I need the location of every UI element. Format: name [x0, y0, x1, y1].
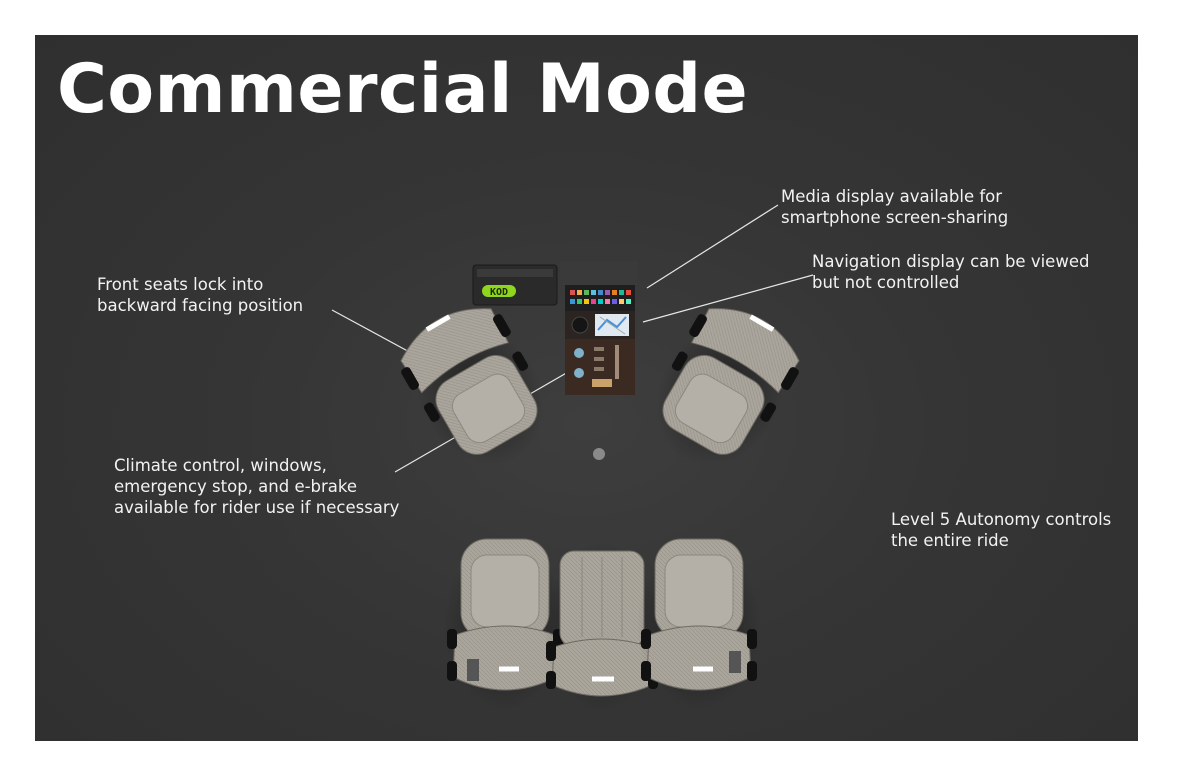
- callout-line: Front seats lock into: [97, 275, 264, 294]
- status-display: [482, 285, 516, 297]
- callout-line: available for rider use if necessary: [114, 498, 400, 517]
- cabin-illustration: KOD: [331, 204, 814, 712]
- front-left-seat: [400, 308, 545, 466]
- callout-line: but not controlled: [812, 273, 960, 292]
- console-top: [560, 261, 638, 285]
- autonomy-callout: Level 5 Autonomy controls the entire rid…: [891, 509, 1111, 551]
- media-display: [565, 285, 635, 311]
- rear-left-seat: [443, 538, 567, 710]
- rear-middle-seat: [544, 542, 660, 712]
- callout-line: Level 5 Autonomy controls: [891, 510, 1112, 529]
- callout-line: the entire ride: [891, 531, 1009, 550]
- navigation-display-callout: Navigation display can be viewed but not…: [812, 251, 1089, 293]
- center-console: KOD: [472, 261, 638, 395]
- center-marker: [593, 448, 605, 460]
- callout-line: backward facing position: [97, 296, 304, 315]
- climate-control-callout: Climate control, windows, emergency stop…: [114, 455, 399, 518]
- callout-line: emergency stop, and e-brake: [114, 477, 358, 496]
- media-display-app-icons: [570, 290, 631, 304]
- media-leader-line: [646, 204, 779, 289]
- slide-title: Commercial Mode: [57, 50, 749, 129]
- front-seats-callout: Front seats lock into backward facing po…: [97, 274, 303, 316]
- media-display-callout: Media display available for smartphone s…: [781, 186, 1008, 228]
- callout-line: Navigation display can be viewed: [812, 252, 1090, 271]
- front-seats-leader-line: [331, 309, 416, 356]
- slide-panel: Commercial Mode KOD: [35, 35, 1138, 741]
- rear-right-seat: [637, 538, 761, 710]
- navigation-leader-line: [642, 274, 814, 323]
- callout-line: Climate control, windows,: [114, 456, 327, 475]
- callout-line: smartphone screen-sharing: [781, 208, 1009, 227]
- callout-line: Media display available for: [781, 187, 1003, 206]
- front-right-seat: [655, 308, 800, 466]
- status-display-text: KOD: [490, 287, 508, 298]
